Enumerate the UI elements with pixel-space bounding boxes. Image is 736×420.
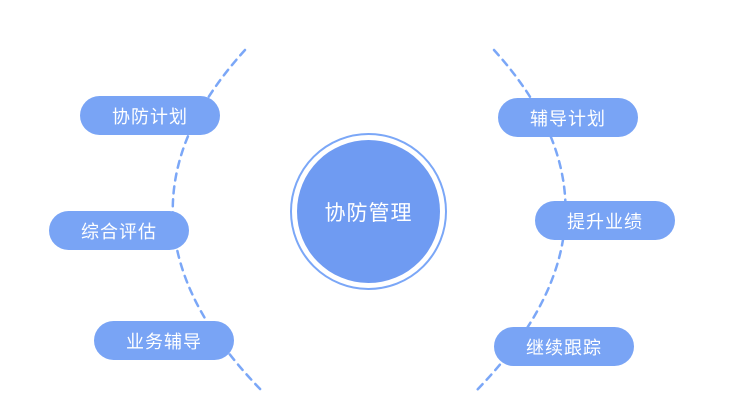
left-node-3: 业务辅导 [94,321,234,360]
center-node-ring: 协防管理 [290,133,447,290]
right-node-1: 辅导计划 [498,98,638,137]
right-node-2: 提升业绩 [535,201,675,240]
right-node-3: 继续跟踪 [494,327,634,366]
left-node-1: 协防计划 [80,96,220,135]
center-node: 协防管理 [297,140,440,283]
left-node-2: 综合评估 [49,211,189,250]
